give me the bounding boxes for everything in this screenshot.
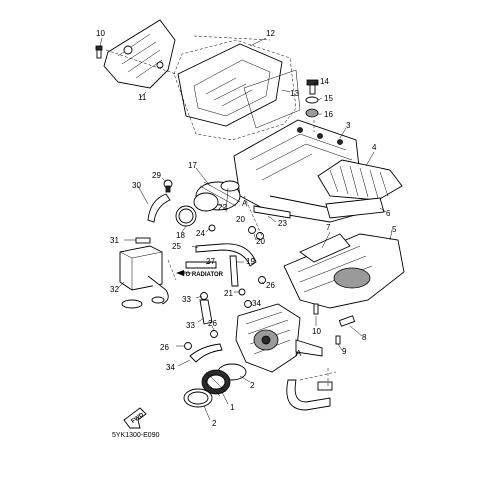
callout-21: 21 bbox=[224, 289, 233, 298]
callout-1: 1 bbox=[230, 403, 235, 412]
callout-6: 6 bbox=[386, 209, 391, 218]
part-24-clamp bbox=[208, 224, 216, 232]
callout-18: 18 bbox=[176, 231, 185, 240]
part-19-hose bbox=[229, 255, 239, 287]
callout-33-right: 34 bbox=[252, 299, 261, 308]
part-26-clamp-top bbox=[258, 276, 266, 284]
callout-2-upper: 2 bbox=[250, 381, 255, 390]
callout-25: 25 bbox=[172, 242, 181, 251]
callout-30: 31 bbox=[110, 236, 119, 245]
fwd-arrow bbox=[123, 407, 147, 429]
part-12-air-filter-case-top bbox=[173, 39, 297, 141]
part-32-hose bbox=[199, 299, 213, 325]
callout-4: 4 bbox=[372, 143, 377, 152]
part-26-clamp-middle bbox=[210, 330, 218, 338]
to-radiator-arrow bbox=[176, 270, 192, 276]
callout-12: 12 bbox=[266, 29, 275, 38]
callout-2-lower: 2 bbox=[212, 419, 217, 428]
callout-8: 8 bbox=[362, 333, 367, 342]
part-22-clamp bbox=[220, 180, 240, 192]
callout-13: 13 bbox=[290, 89, 299, 98]
part-10-screw-lower bbox=[313, 303, 319, 315]
callout-33-left: 33 bbox=[182, 295, 191, 304]
callout-32: 33 bbox=[186, 321, 195, 330]
part-11-air-duct-cover bbox=[103, 19, 176, 89]
drawing-code: 5YK1300-E090 bbox=[112, 432, 160, 439]
part-4-air-filter-element bbox=[317, 159, 403, 201]
carburetor-assembly bbox=[235, 303, 323, 373]
part-13-case-gasket bbox=[243, 69, 301, 129]
part-6-element-frame bbox=[325, 197, 385, 219]
part-8-grommet bbox=[338, 315, 356, 327]
reference-mark-a-upper: A bbox=[242, 199, 248, 208]
callout-23: 23 bbox=[278, 219, 287, 228]
part-1-intake-manifold bbox=[201, 369, 231, 397]
callout-20-upper: 20 bbox=[236, 215, 245, 224]
callout-15: 15 bbox=[324, 94, 333, 103]
to-radiator-note: TO RADIATOR bbox=[182, 272, 224, 278]
callout-22: 22 bbox=[218, 203, 227, 212]
part-33-clamp-right bbox=[244, 300, 252, 308]
part-30-fitting bbox=[135, 237, 151, 244]
part-5-side-cover bbox=[283, 233, 405, 309]
reference-lines bbox=[105, 35, 337, 386]
callout-labels: 10 11 12 13 14 15 16 3 4 6 5 7 8 9 10 17… bbox=[96, 29, 397, 439]
callout-29: 30 bbox=[132, 181, 141, 190]
callout-10-bottom: 10 bbox=[312, 327, 321, 336]
callout-7: 7 bbox=[326, 223, 331, 232]
callout-31: 32 bbox=[110, 285, 119, 294]
callout-3: 3 bbox=[346, 121, 351, 130]
part-20-clamp-upper bbox=[248, 226, 256, 234]
part-31-reservoir-tank bbox=[119, 245, 169, 309]
part-26-clamp-left bbox=[184, 342, 192, 350]
part-28-clip bbox=[163, 179, 173, 193]
callout-16: 16 bbox=[324, 110, 333, 119]
part-9-bolt bbox=[335, 335, 341, 345]
part-10-screw-upper bbox=[95, 45, 103, 59]
callout-28: 29 bbox=[152, 171, 161, 180]
callout-26-middle: 26 bbox=[208, 319, 217, 328]
callout-14: 14 bbox=[320, 77, 329, 86]
part-23-hose bbox=[253, 205, 291, 219]
callout-34: 34 bbox=[166, 363, 175, 372]
part-7-side-panel bbox=[299, 233, 351, 263]
callout-10-top: 10 bbox=[96, 29, 105, 38]
callout-26-left: 26 bbox=[160, 343, 169, 352]
callout-17: 17 bbox=[188, 161, 197, 170]
drain-hose bbox=[286, 379, 333, 411]
leader-lines bbox=[99, 37, 393, 421]
part-15-collar bbox=[305, 96, 319, 104]
part-27-hose bbox=[185, 261, 217, 269]
part-20-clamp-lower bbox=[256, 232, 264, 240]
part-14-bolt bbox=[306, 79, 319, 95]
part-18-band-clamp bbox=[175, 205, 197, 227]
part-33-clamp-left bbox=[200, 292, 208, 300]
part-25-hose bbox=[195, 243, 257, 267]
callout-24: 24 bbox=[196, 229, 205, 238]
callout-27: 27 bbox=[206, 257, 215, 266]
callout-11: 11 bbox=[138, 93, 147, 102]
callout-20-lower: 20 bbox=[256, 237, 265, 246]
part-2-clamp-lower bbox=[183, 388, 213, 408]
part-16-grommet bbox=[305, 108, 319, 118]
reference-mark-a-lower: A bbox=[296, 349, 302, 358]
part-34-hose bbox=[189, 343, 223, 363]
callout-9: 9 bbox=[342, 347, 347, 356]
callout-19: 19 bbox=[246, 257, 255, 266]
callout-26-top: 26 bbox=[266, 281, 275, 290]
part-29-breather-hose bbox=[147, 193, 171, 223]
callout-5: 5 bbox=[392, 225, 397, 234]
